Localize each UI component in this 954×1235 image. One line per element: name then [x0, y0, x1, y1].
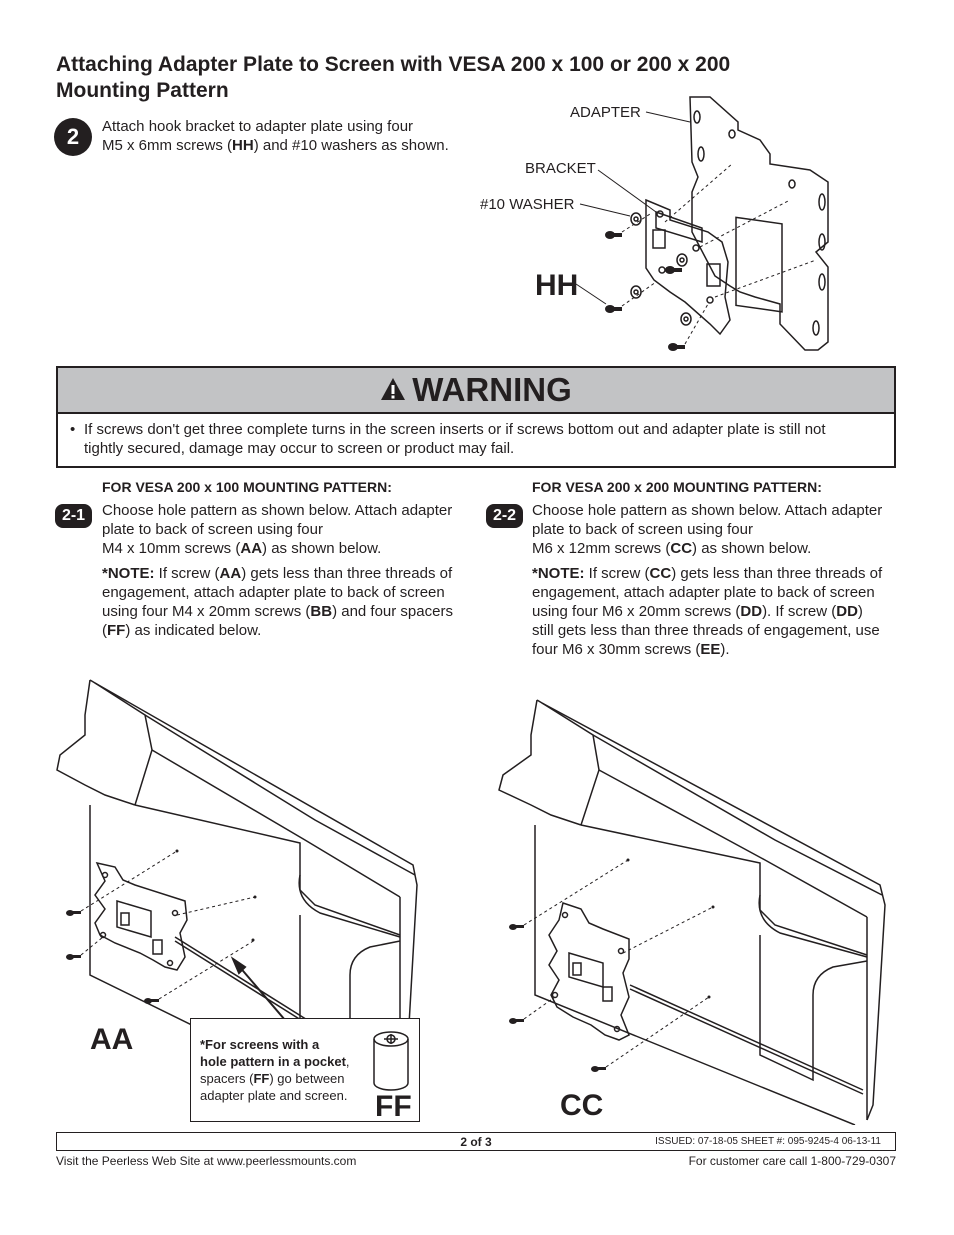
warning-box: WARNING • If screws don't get three comp…: [56, 366, 896, 468]
adapter-bracket-diagram: [575, 96, 829, 351]
step-2-line2: M5 x 6mm screws (HH) and #10 washers as …: [102, 137, 449, 154]
washer-label: #10 WASHER: [480, 196, 575, 213]
step-2-badge: 2: [54, 118, 92, 156]
warning-line1: If screws don't get three complete turns…: [84, 421, 826, 438]
page-number: 2 of 3: [460, 1135, 492, 1149]
footer-bar: 2 of 3 ISSUED: 07-18-05 SHEET #: 095-924…: [56, 1132, 896, 1151]
screw-cc-label: CC: [560, 1089, 604, 1122]
step-2-1-badge: 2-1: [55, 504, 92, 528]
step-2-1-heading: FOR VESA 200 x 100 MOUNTING PATTERN:: [102, 479, 392, 495]
step-2-2-heading: FOR VESA 200 x 200 MOUNTING PATTERN:: [532, 479, 822, 495]
warning-header: WARNING: [58, 368, 894, 414]
warning-triangle-icon: [381, 378, 406, 401]
bracket-label: BRACKET: [525, 160, 596, 177]
issued-info: ISSUED: 07-18-05 SHEET #: 095-9245-4 06-…: [655, 1136, 881, 1147]
step-2-2-text: Choose hole pattern as shown below. Atta…: [532, 502, 883, 658]
warning-title: WARNING: [412, 371, 572, 408]
screw-hh-label: HH: [535, 269, 579, 302]
spacer-icon: [373, 1031, 409, 1091]
page-title: Attaching Adapter Plate to Screen with V…: [56, 53, 731, 102]
step-2-text: Attach hook bracket to adapter plate usi…: [102, 117, 482, 155]
spacer-callout: *For screens with a hole pattern in a po…: [190, 1018, 420, 1123]
step-2-1-text: Choose hole pattern as shown below. Atta…: [102, 502, 453, 639]
screw-aa-label: AA: [90, 1023, 134, 1056]
spacer-callout-text: *For screens with a hole pattern in a po…: [200, 1037, 350, 1103]
spacer-ff-label: FF: [375, 1090, 412, 1123]
step-2-line1: Attach hook bracket to adapter plate usi…: [102, 118, 414, 135]
warning-line2: tightly secured, damage may occur to scr…: [84, 440, 515, 457]
step-2-2-badge: 2-2: [486, 504, 523, 528]
website-text: Visit the Peerless Web Site at www.peerl…: [56, 1154, 357, 1168]
screen-vesa-200x200-diagram: [498, 699, 886, 1125]
warning-bullet: •: [70, 421, 76, 438]
customer-care-text: For customer care call 1-800-729-0307: [688, 1154, 896, 1168]
warning-text: • If screws don't get three complete tur…: [58, 414, 894, 458]
adapter-label: ADAPTER: [570, 104, 641, 121]
